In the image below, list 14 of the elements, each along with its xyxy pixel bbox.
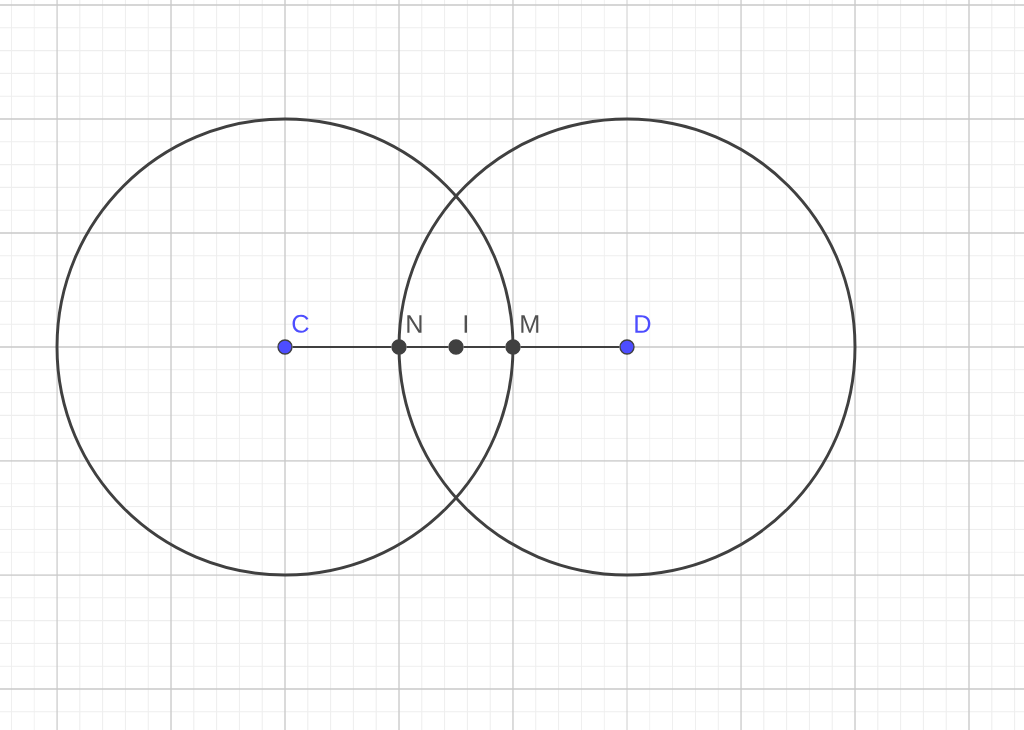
line-segment — [292, 345, 392, 349]
point-label: I — [464, 315, 467, 333]
line-segment — [406, 345, 449, 349]
line-segment — [520, 345, 620, 349]
point — [391, 339, 407, 355]
point — [505, 339, 521, 355]
point — [277, 339, 293, 355]
point — [619, 339, 635, 355]
point-label: D — [635, 315, 651, 333]
line-segment — [463, 345, 506, 349]
point-label: C — [292, 314, 309, 333]
point-label: N — [407, 315, 422, 333]
point-label: M — [521, 315, 539, 333]
point — [448, 339, 464, 355]
